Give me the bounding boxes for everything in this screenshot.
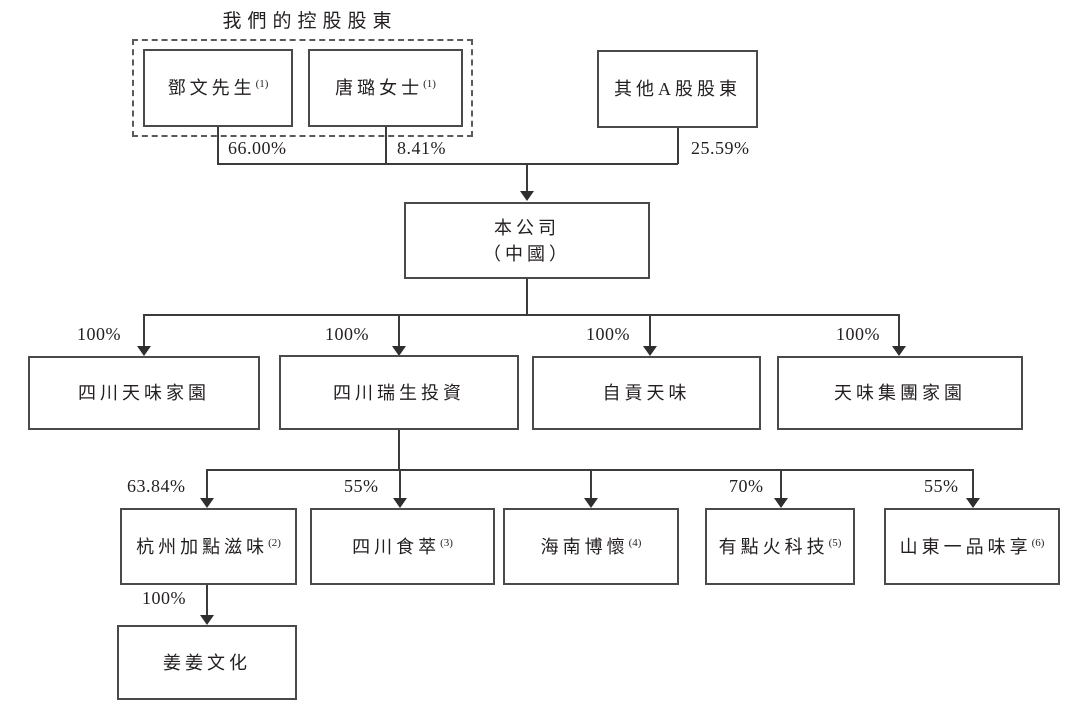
connector-deng-stub <box>217 127 219 164</box>
node-label: 四川食萃(3) <box>352 536 453 557</box>
controlling-shareholders-group-outline <box>132 39 473 137</box>
connector-to-hainan <box>590 469 592 498</box>
percent-label-deng: 66.00% <box>228 138 287 158</box>
node-sichuan-ruisheng: 四川瑞生投資 <box>279 355 519 430</box>
percent-label-zigong: 100% <box>586 324 630 344</box>
node-label: 本公司 （中國） <box>483 217 571 264</box>
arrowhead-shicui <box>393 498 407 508</box>
node-hainan-bohuai: 海南博懷(4) <box>503 508 679 585</box>
percent-label-shicui: 55% <box>344 476 379 496</box>
arrowhead-hainan <box>584 498 598 508</box>
percent-label-jituan-jiayuan: 100% <box>836 324 880 344</box>
footnote-ref: (2) <box>268 536 281 549</box>
arrowhead-zigong <box>643 346 657 356</box>
node-label: 鄧文先生(1) <box>167 78 269 98</box>
node-sichuan-shicui: 四川食萃(3) <box>310 508 495 585</box>
node-jiangjiang-wenhua: 姜姜文化 <box>117 625 297 700</box>
node-deng-wen: 鄧文先生(1) <box>143 49 293 127</box>
node-label: 海南博懷(4) <box>540 536 642 557</box>
node-hangzhou-jiadian: 杭州加點滋味(2) <box>120 508 297 585</box>
arrowhead-ruisheng <box>392 346 406 356</box>
percent-label-other-a: 25.59% <box>691 138 750 158</box>
percent-label-jiangjiang: 100% <box>142 588 186 608</box>
percent-label-ruisheng: 100% <box>325 324 369 344</box>
arrowhead-hangzhou <box>200 498 214 508</box>
percent-label-shandong: 55% <box>924 476 959 496</box>
connector-ruisheng-down <box>398 430 400 470</box>
footnote-ref: (4) <box>628 536 642 549</box>
footnote-ref: (6) <box>1031 536 1045 549</box>
node-label: 自貢天味 <box>602 383 691 403</box>
connector-to-shandong <box>972 469 974 498</box>
node-zigong-tianwei: 自貢天味 <box>532 356 761 430</box>
node-label: 唐璐女士(1) <box>335 78 436 98</box>
controlling-shareholders-title: 我們的控股股東 <box>222 11 398 32</box>
node-label: 姜姜文化 <box>163 652 251 673</box>
connector-to-shicui <box>399 469 401 498</box>
node-label: 山東一品味享(6) <box>899 536 1045 557</box>
footnote-ref: (3) <box>440 536 453 549</box>
node-company: 本公司 （中國） <box>404 202 650 279</box>
node-label: 天味集團家園 <box>834 383 966 403</box>
footnote-ref: (5) <box>828 536 842 549</box>
connector-company-down <box>526 279 528 315</box>
arrowhead-shandong <box>966 498 980 508</box>
connector-to-jituan-jiayuan <box>898 314 900 346</box>
arrowhead-jiangjiang <box>200 615 214 625</box>
connector-to-company-line <box>526 163 528 192</box>
connector-row2-distribution-line <box>143 314 900 316</box>
percent-label-tianwei-jiayuan: 100% <box>77 324 121 344</box>
node-label: 四川天味家園 <box>78 383 210 403</box>
connector-to-zigong <box>649 314 651 346</box>
node-other-a-shareholders: 其他A股股東 <box>597 50 758 128</box>
node-tianwei-jituan-jiayuan: 天味集團家園 <box>777 356 1023 430</box>
arrowhead-youdianhuo <box>774 498 788 508</box>
node-label: 四川瑞生投資 <box>333 382 465 403</box>
node-tang-lu: 唐璐女士(1) <box>308 49 463 127</box>
node-label: 有點火科技(5) <box>718 536 842 557</box>
connector-other-stub <box>677 128 679 164</box>
connector-to-ruisheng <box>398 314 400 346</box>
percent-label-tang: 8.41% <box>397 138 446 158</box>
connector-to-hangzhou <box>206 469 208 498</box>
node-shandong-yipin: 山東一品味享(6) <box>884 508 1060 585</box>
footnote-ref: (1) <box>255 78 269 90</box>
footnote-ref: (1) <box>423 78 436 90</box>
node-label: 其他A股股東 <box>614 79 741 99</box>
percent-label-youdianhuo: 70% <box>729 476 764 496</box>
arrowhead-to-company <box>520 191 534 201</box>
arrowhead-tianwei-jiayuan <box>137 346 151 356</box>
connector-tang-stub <box>385 127 387 164</box>
node-label: 杭州加點滋味(2) <box>136 536 281 557</box>
connector-top-merge-line <box>217 163 678 165</box>
node-youdianhuo: 有點火科技(5) <box>705 508 855 585</box>
connector-to-tianwei-jiayuan <box>143 314 145 346</box>
arrowhead-jituan-jiayuan <box>892 346 906 356</box>
connector-to-jiangjiang <box>206 585 208 615</box>
node-sichuan-tianwei-jiayuan: 四川天味家園 <box>28 356 260 430</box>
percent-label-hangzhou: 63.84% <box>127 476 186 496</box>
connector-to-youdianhuo <box>780 469 782 498</box>
